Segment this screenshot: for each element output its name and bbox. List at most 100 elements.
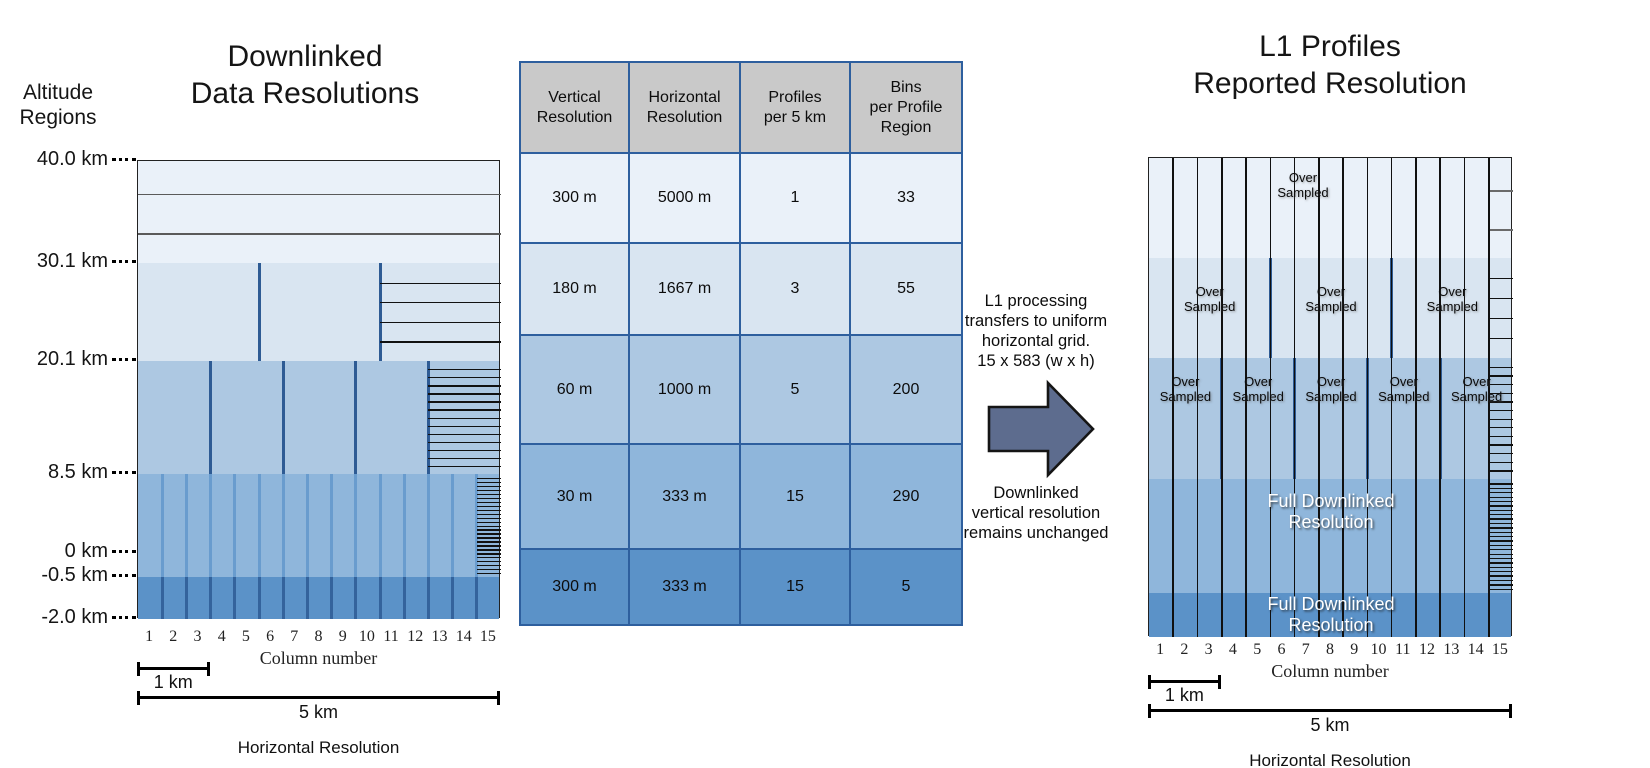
column-number: 11: [383, 628, 399, 645]
column-grid-line: [1415, 158, 1417, 637]
bin-line: [1488, 338, 1513, 340]
bin-line: [476, 477, 501, 480]
bin-line: [1488, 318, 1513, 320]
profile-divider: [233, 577, 237, 619]
altitude-label: 40.0 km: [36, 148, 108, 170]
bin-line: [1488, 579, 1513, 582]
bin-line: [1488, 544, 1513, 547]
profile-divider: [160, 474, 164, 577]
column-axis-label: Column number: [259, 648, 378, 668]
column-grid-line: [1293, 158, 1296, 637]
scale-bar-part: [1217, 675, 1221, 689]
column-number: 13: [1443, 641, 1460, 658]
column-number: 14: [455, 628, 472, 645]
column-grid-line: [1245, 158, 1247, 637]
bin-line: [1488, 566, 1513, 568]
bin-line: [380, 302, 501, 304]
scale-bar-1km: [1148, 675, 1221, 689]
table-cell: 333 m: [628, 443, 741, 550]
table-cell: 1000 m: [628, 334, 741, 445]
scale-bar-part: [497, 691, 500, 705]
bin-line: [1488, 392, 1513, 394]
profile-divider: [209, 361, 213, 474]
column-number: 6: [1277, 641, 1286, 658]
profile-divider: [451, 474, 455, 577]
bin-line: [428, 377, 501, 379]
bin-line: [1488, 278, 1513, 280]
bin-line: [428, 465, 501, 468]
column-number: 11: [1395, 641, 1411, 658]
altitude-label: -0.5 km: [41, 564, 108, 586]
bin-line: [1488, 418, 1513, 420]
bin-line: [1488, 461, 1513, 463]
bin-line: [1488, 505, 1513, 507]
bin-line: [1488, 487, 1513, 490]
bin-line: [1488, 588, 1513, 590]
bin-line: [380, 341, 501, 343]
bin-line: [1488, 427, 1513, 429]
bin-line: [1488, 571, 1513, 573]
bin-line: [1488, 522, 1513, 525]
scale-bar-5km: [137, 691, 500, 705]
column-number: 10: [358, 628, 375, 645]
bin-line: [1488, 470, 1513, 472]
bin-line: [476, 569, 501, 571]
column-number: 8: [1325, 641, 1334, 658]
bin-line: [428, 369, 501, 371]
profile-divider: [257, 474, 261, 577]
column-number: 4: [1228, 641, 1237, 658]
scale-1km-label: 1 km: [1164, 685, 1204, 705]
bin-line: [476, 493, 501, 496]
table-cell: 290: [849, 443, 963, 550]
full-resolution-label: Full Downlinked Resolution: [1267, 491, 1395, 532]
oversampled-label: Over Sampled: [1159, 374, 1212, 404]
column-number: 2: [1180, 641, 1189, 658]
profile-divider: [209, 577, 213, 619]
bin-line: [1488, 366, 1513, 368]
table-cell: 5: [739, 334, 851, 445]
scale-bar-1km: [137, 662, 210, 676]
table-header-cell: Bins per Profile Region: [849, 61, 963, 154]
column-number: 9: [1350, 641, 1359, 658]
bin-line: [1488, 514, 1513, 516]
bin-line: [1488, 229, 1513, 231]
bin-line: [428, 441, 501, 443]
column-number: 15: [1491, 641, 1508, 658]
dotted-leader: [112, 616, 136, 619]
scale-1km-label: 1 km: [153, 672, 193, 692]
dotted-leader: [112, 574, 136, 577]
bin-line: [476, 533, 501, 535]
bin-line: [476, 557, 501, 559]
table-cell: 1667 m: [628, 242, 741, 336]
profile-divider: [281, 361, 285, 474]
bin-line: [380, 321, 501, 324]
column-grid-line: [1269, 158, 1272, 637]
column-number: 13: [431, 628, 448, 645]
bin-line: [476, 513, 501, 515]
dotted-leader: [112, 260, 136, 263]
bin-line: [1488, 531, 1513, 533]
altitude-region-3: [138, 361, 501, 474]
column-grid-line: [1487, 158, 1490, 637]
bin-line: [428, 393, 501, 395]
bin-line: [1488, 298, 1513, 300]
column-number: 15: [479, 628, 496, 645]
scale-bar-part: [206, 662, 210, 676]
altitude-label: 8.5 km: [47, 461, 108, 483]
bin-line: [476, 481, 501, 484]
table-cell: 180 m: [519, 242, 630, 336]
column-number: 7: [1301, 641, 1310, 658]
bin-line: [1488, 575, 1513, 577]
scale-bar-part: [137, 667, 210, 670]
profile-divider: [281, 577, 285, 619]
bin-line: [1488, 553, 1513, 555]
horizontal-resolution-label: Horizontal Resolution: [1249, 751, 1411, 768]
scale-bar-part: [1509, 704, 1512, 718]
bin-line: [1488, 496, 1513, 498]
profile-divider: [378, 577, 382, 619]
profile-divider: [378, 263, 382, 361]
bin-line: [476, 489, 501, 492]
profile-divider: [475, 577, 479, 619]
